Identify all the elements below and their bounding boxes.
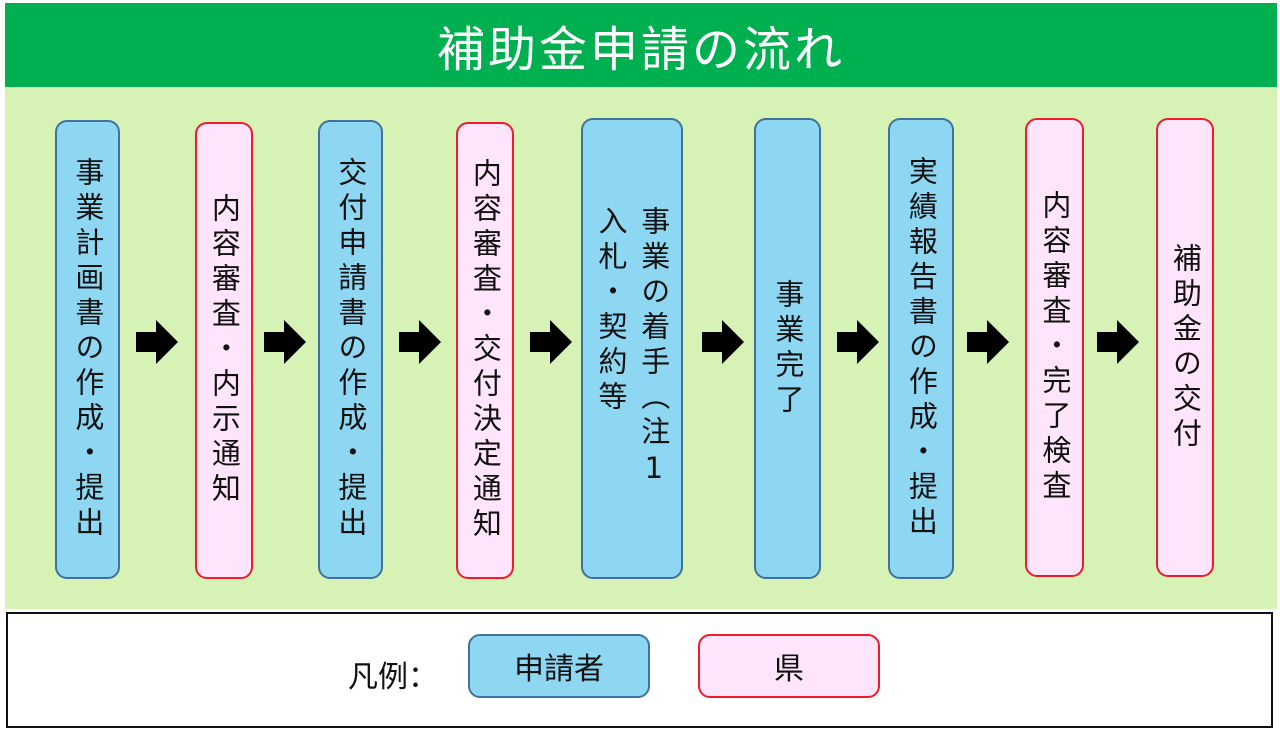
step-5-box: 事業の着手（注1 入札・契約等 xyxy=(581,118,683,579)
arrow-right-icon xyxy=(967,320,1009,364)
title-banner: 補助金申請の流れ xyxy=(5,3,1277,87)
step-9-text: 補助金の交付 xyxy=(1168,242,1203,453)
step-3-text: 交付申請書の作成・提出 xyxy=(333,157,368,542)
step-6-box: 事業完了 xyxy=(754,118,821,579)
step-5-line-2: 入札・契約等 xyxy=(594,206,628,416)
arrow-right-icon xyxy=(399,320,441,364)
step-7-box: 実績報告書の作成・提出 xyxy=(888,118,954,579)
step-1-box: 事業計画書の作成・提出 xyxy=(55,120,120,579)
step-7-text: 実績報告書の作成・提出 xyxy=(904,156,939,541)
step-1-text: 事業計画書の作成・提出 xyxy=(70,157,105,542)
arrow-right-icon xyxy=(837,320,879,364)
step-4-box: 内容審査・交付決定通知 xyxy=(456,122,514,579)
step-5-line-1: 事業の着手（注1 xyxy=(636,206,671,491)
step-2-box: 内容審査・内示通知 xyxy=(195,122,253,579)
arrow-right-icon xyxy=(530,320,572,364)
legend: 凡例： 申請者 県 xyxy=(6,612,1273,728)
legend-prefecture: 県 xyxy=(698,634,880,698)
arrow-right-icon xyxy=(264,320,306,364)
step-8-box: 内容審査・完了検査 xyxy=(1025,118,1084,577)
step-6-text: 事業完了 xyxy=(770,278,805,419)
arrow-right-icon xyxy=(702,320,744,364)
step-4-text: 内容審査・交付決定通知 xyxy=(468,158,503,543)
step-2-text: 内容審査・内示通知 xyxy=(207,193,242,508)
step-9-box: 補助金の交付 xyxy=(1156,118,1214,577)
step-5-text: 事業の着手（注1 入札・契約等 xyxy=(593,206,671,491)
step-8-text: 内容審査・完了検査 xyxy=(1037,190,1072,505)
arrow-right-icon xyxy=(136,320,178,364)
flow-area: 事業計画書の作成・提出 内容審査・内示通知 交付申請書の作成・提出 内容審査・交… xyxy=(5,87,1277,609)
diagram-title: 補助金申請の流れ xyxy=(436,22,845,78)
legend-label: 凡例： xyxy=(348,660,438,695)
arrow-right-icon xyxy=(1097,320,1139,364)
step-3-box: 交付申請書の作成・提出 xyxy=(318,120,383,579)
legend-applicant: 申請者 xyxy=(468,634,650,698)
